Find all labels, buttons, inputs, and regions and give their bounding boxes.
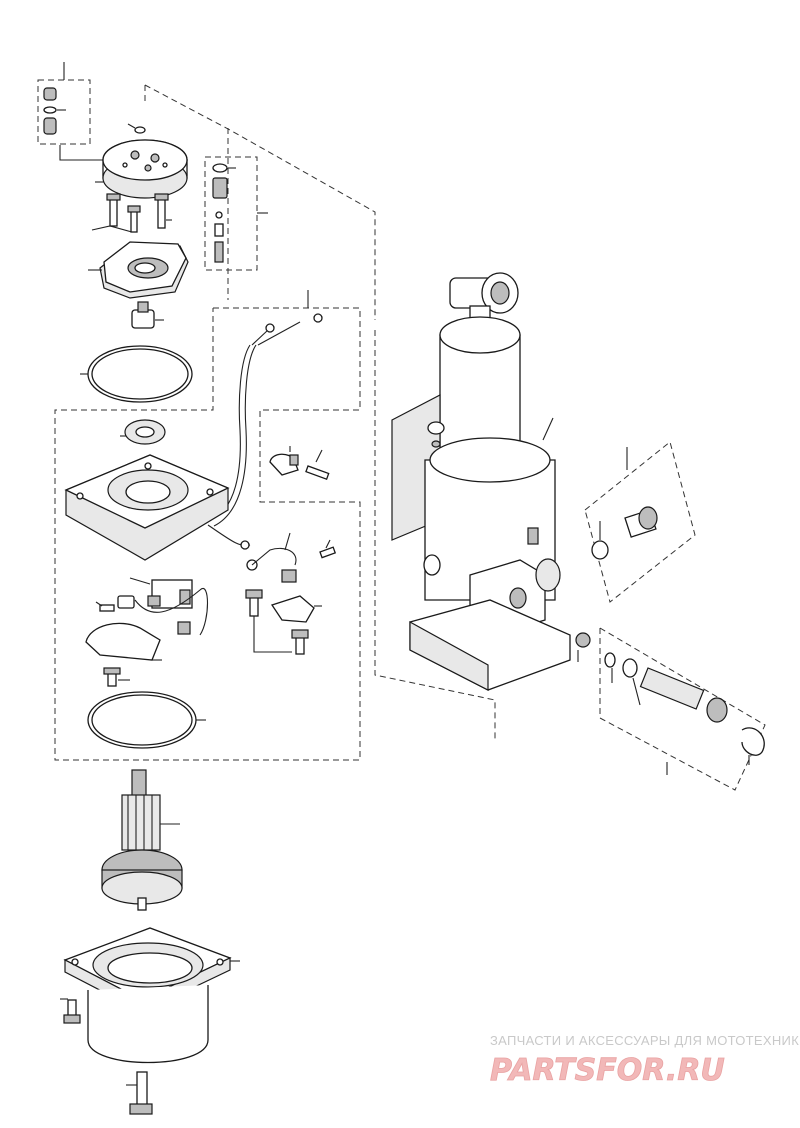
o-ring-large (80, 345, 193, 403)
watermark: ЗАПЧАСТИ И АКСЕССУАРЫ ДЛЯ МОТОТЕХНИКИ PA… (490, 1033, 800, 1088)
valve-group (204, 156, 268, 271)
motor-cable (207, 313, 323, 550)
plug-group (584, 441, 696, 603)
coupler (131, 301, 164, 329)
cable-clamp (269, 446, 330, 480)
o-ring-lower (87, 691, 206, 749)
bearing (120, 419, 166, 445)
valve-plate (88, 241, 189, 299)
brush-holder (85, 577, 208, 687)
cap-bolts (91, 193, 172, 233)
washer (575, 632, 591, 662)
motor-housing-frame (54, 290, 361, 761)
end-plate (64, 454, 230, 561)
guide-lines (144, 84, 496, 740)
brush-lead-set (245, 532, 337, 655)
plug-kit-group (37, 62, 91, 145)
reservoir-cap (59, 123, 188, 199)
watermark-logo: PARTSFOR.RU (490, 1053, 725, 1088)
tilt-cylinder (391, 272, 571, 691)
armature (101, 769, 183, 911)
manual-valve-group (599, 627, 766, 791)
yoke-screws (60, 998, 153, 1115)
motor-yoke (63, 927, 240, 1064)
watermark-tagline: ЗАПЧАСТИ И АКСЕССУАРЫ ДЛЯ МОТОТЕХНИКИ (490, 1033, 800, 1048)
